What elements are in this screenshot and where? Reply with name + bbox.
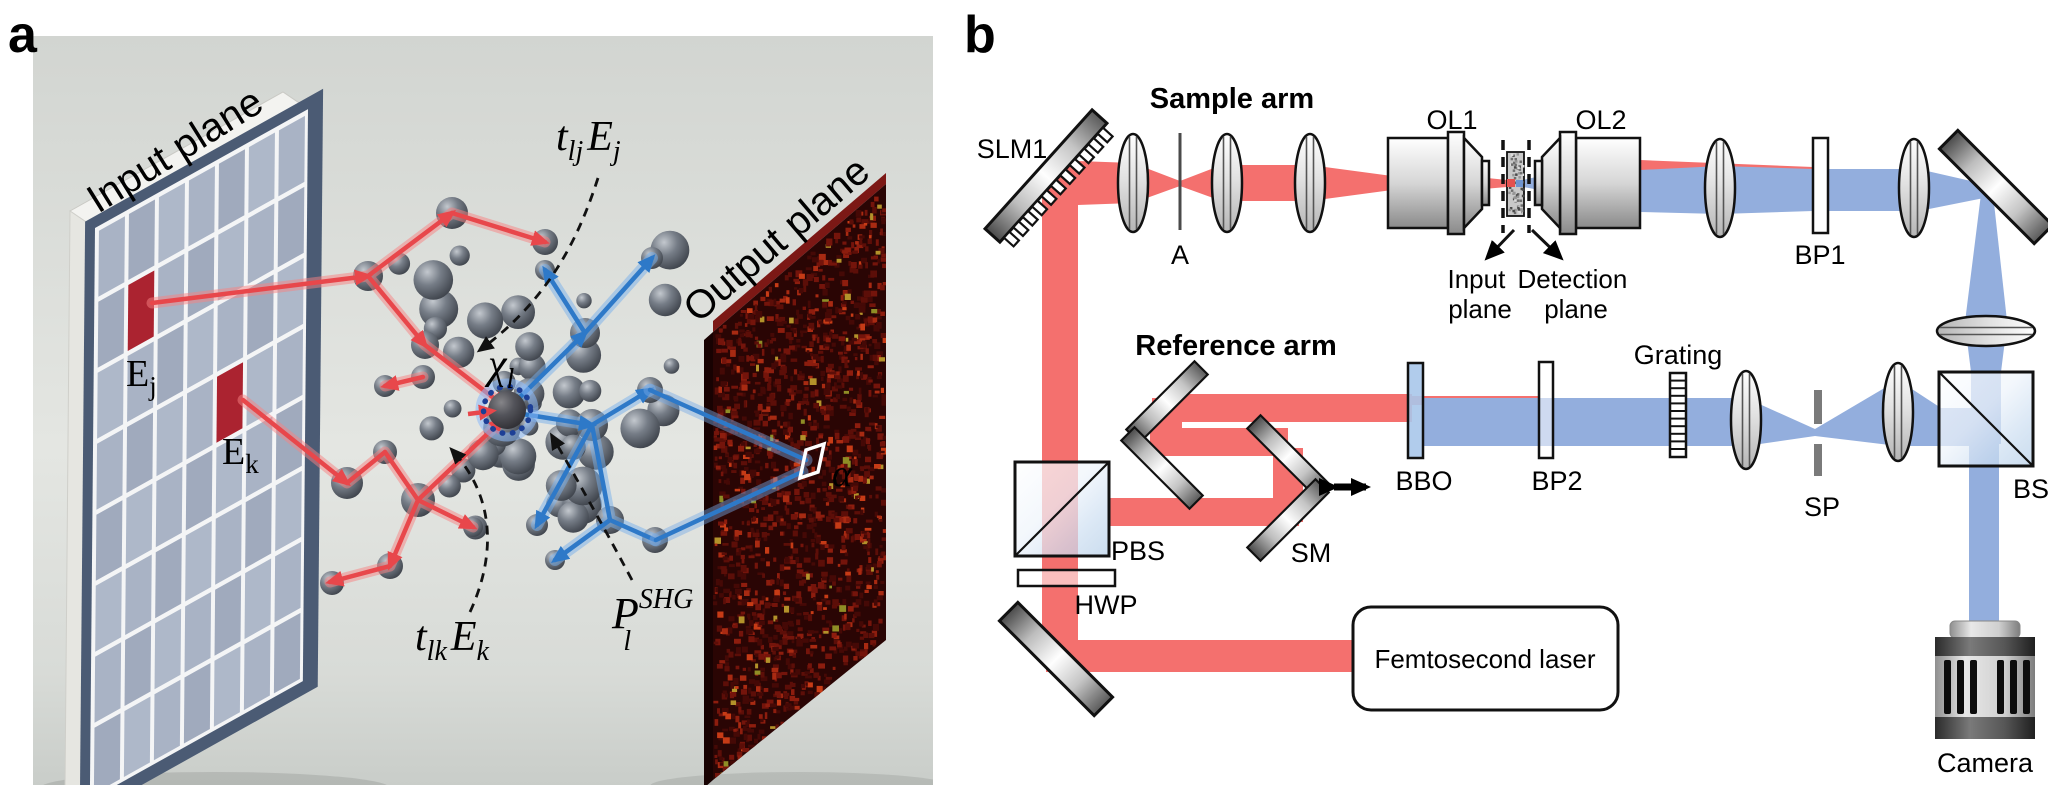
tlk-ek-label: tlkEk [415,614,490,667]
lens-1 [1116,132,1150,234]
chi-l-label: χl [484,342,514,395]
lens-8 [1881,361,1915,463]
output-plane-shadow [650,772,933,785]
beamsplitter-bs [1937,370,2035,468]
annotation-arrows-a [449,177,634,613]
bbo-crystal [1406,361,1425,460]
lens-7 [1729,369,1763,471]
chi-dotted-ring [480,383,534,437]
bp2-filter [1537,360,1555,460]
ej-label: Ej [126,353,157,401]
camera-fins [1944,660,2030,714]
blue-beams [1422,166,2008,623]
output-plane [704,173,886,785]
bp1-filter [1811,136,1830,235]
panel-b-letter: b [964,6,996,64]
lens-4 [1703,137,1737,239]
input-plane-arrow [1484,228,1516,261]
grating [1668,371,1688,459]
sp-label: SP [1804,492,1840,522]
objective-ol1 [1386,130,1491,236]
detection-plane-arrow [1530,228,1564,261]
input-plane-b-label: Input plane [1447,264,1512,324]
panel-a-letter: a [8,6,38,64]
sample-region [1501,140,1531,233]
bp2-label: BP2 [1531,466,1582,496]
sp-slit [1814,390,1822,476]
pbs-cube [1013,460,1111,558]
slm1-label: SLM1 [977,134,1048,164]
input-plane [64,88,324,785]
input-plane-grid [93,115,305,785]
panel-a: α Input plane Output plane Ej Ek tljEj χ… [33,36,933,785]
chi-scatterer [467,378,539,442]
tlj-ej-label: tljEj [556,114,621,167]
output-mode-diamond [797,441,827,481]
ol1-label: OL1 [1426,105,1477,135]
blue-light-paths [504,252,661,566]
lens-5 [1897,137,1931,239]
sm-label: SM [1291,538,1332,568]
lens-2 [1210,132,1244,234]
speckle-pattern [713,196,886,779]
laser-box [1351,605,1620,712]
sample-arm-title: Sample arm [1150,83,1314,115]
ol2-label: OL2 [1575,105,1626,135]
aperture-label: A [1171,240,1189,270]
panel-b: Sample arm Reference arm SLM1 A OL1 OL2 … [977,83,2048,778]
grating-label: Grating [1634,340,1723,370]
bp1-label: BP1 [1794,240,1845,270]
ek-label: Ek [222,431,259,479]
alpha-label: α [832,453,853,495]
slm1-mirror [982,107,1115,248]
reference-arm-title: Reference arm [1135,330,1337,362]
bbo-label: BBO [1395,466,1452,496]
laser-label: Femtosecond laser [1374,644,1595,674]
lens-6-horizontal [1935,314,2037,348]
pbs-label: PBS [1111,536,1165,566]
detection-plane-b-label: Detection plane [1517,264,1634,324]
camera-label: Camera [1937,748,2034,778]
slm1-pixels [1002,126,1115,248]
objective-ol2 [1533,130,1642,236]
output-mode-marker: α [797,441,853,495]
blue-output-beams [643,383,813,547]
red-light-paths [146,207,551,588]
camera [1935,620,2035,739]
lens-3 [1293,132,1327,234]
bs-label: BS [2013,474,2048,504]
hwp-label: HWP [1075,590,1138,620]
hwp-waveplate [1016,568,1117,588]
